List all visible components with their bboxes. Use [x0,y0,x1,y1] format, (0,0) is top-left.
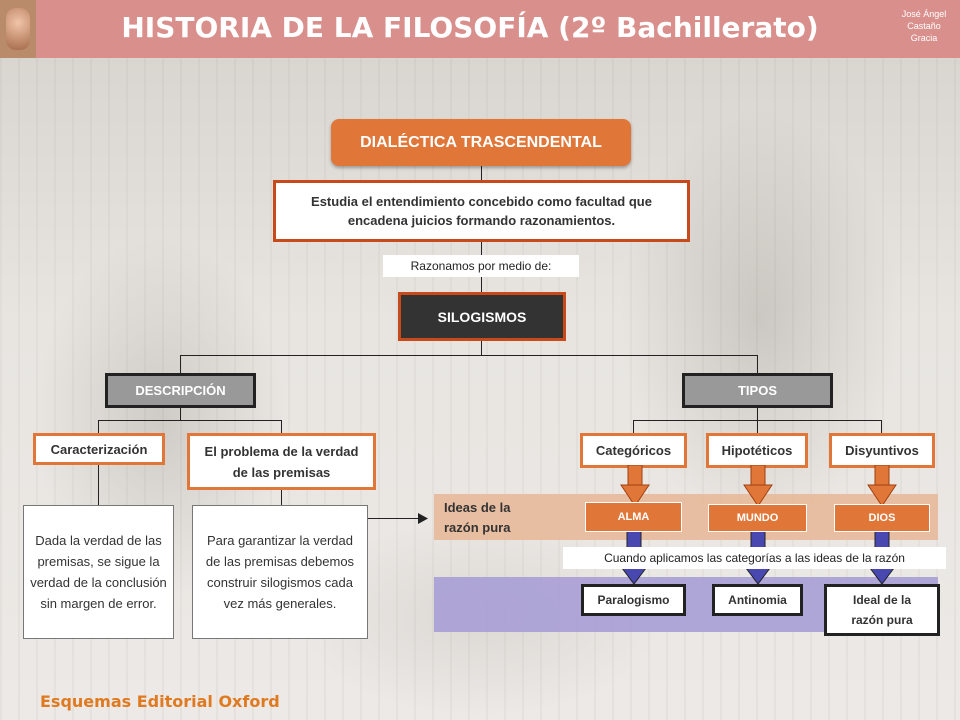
ideas-label: Ideas de la razón pura [444,500,511,535]
errors-label [444,584,534,628]
definition-box: Estudia el entendimiento concebido como … [273,180,690,242]
dios-box: DIOS [834,504,930,532]
arrow-down-icon [620,465,650,507]
header-bar: HISTORIA DE LA FILOSOFÍA (2º Bachillerat… [0,0,960,58]
main-concept-box: DIALÉCTICA TRASCENDENTAL [331,119,631,166]
connector-line [481,341,482,356]
caracterizacion-box: Caracterización [33,433,165,465]
arrow-right-icon [368,518,420,519]
connector-line [98,420,99,433]
problema-box: El problema de la verdad de las premisas [187,433,376,490]
connector-line [180,408,181,420]
problema-text: Para garantizar la verdad de las premisa… [192,505,368,639]
tipos-box: TIPOS [682,373,833,408]
caracterizacion-text: Dada la verdad de las premisas, se sigue… [23,505,174,639]
categoricos-box: Categóricos [580,433,687,468]
paralogismo-box: Paralogismo [581,584,686,616]
connector-line [98,465,99,505]
connector-line [757,355,758,373]
ideal-box: Ideal de la razón pura [824,584,940,636]
silogismos-box: SILOGISMOS [398,292,566,341]
author-name: José Ángel Castaño Gracia [901,9,947,43]
arrow-right-icon [418,513,428,524]
connector-line [180,355,181,373]
connector-line [757,420,758,433]
hipoteticos-box: Hipotéticos [706,433,808,468]
cuando-label: Cuando aplicamos las categorías a las id… [563,547,946,569]
connector-line [98,420,282,421]
portrait-logo [0,0,36,58]
connector-line [481,166,482,180]
connector-line [633,420,634,433]
connector-line [757,408,758,420]
footer-publisher: Esquemas Editorial Oxford [40,692,280,711]
disyuntivos-box: Disyuntivos [829,433,935,468]
connector-line [881,420,882,433]
antinomia-box: Antinomia [712,584,803,616]
arrow-down-icon [867,465,897,507]
arrow-down-icon [743,465,773,507]
connector-line [281,420,282,433]
alma-box: ALMA [585,502,682,532]
mundo-box: MUNDO [708,504,807,532]
page-title: HISTORIA DE LA FILOSOFÍA (2º Bachillerat… [121,11,819,44]
connector-label: Razonamos por medio de: [383,255,579,277]
connector-line [180,355,758,356]
descripcion-box: DESCRIPCIÓN [105,373,256,408]
connector-line [281,490,282,505]
